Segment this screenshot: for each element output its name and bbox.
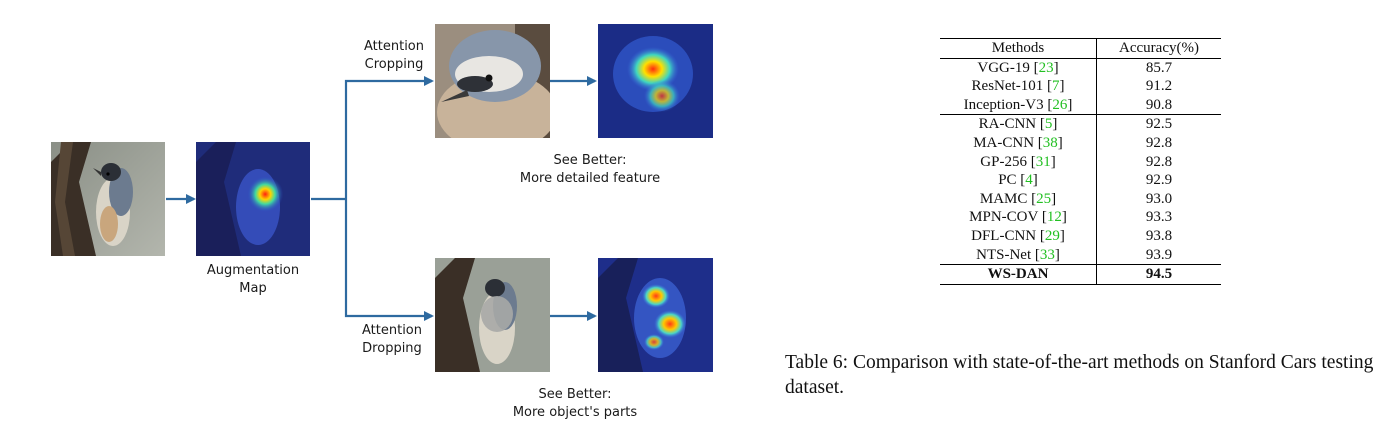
arrow-branch-to-crop (344, 76, 434, 199)
method-name: VGG-19 (977, 59, 1030, 76)
method-name: RA-CNN (978, 116, 1037, 133)
table-row: VGG-19 [23] 85.7 (940, 58, 1221, 78)
table-row: MA-CNN [38] 92.8 (940, 133, 1221, 153)
input-bird-image (51, 142, 165, 256)
augmentation-label-line2: Map (239, 281, 267, 296)
accuracy-value: 92.8 (1145, 153, 1173, 170)
method-name: DFL-CNN (971, 227, 1037, 244)
accuracy-value: 93.3 (1145, 209, 1173, 226)
method-name: WS-DAN (940, 264, 1097, 285)
augmentation-map-label: Augmentation Map (196, 262, 310, 298)
crop-result-line2: More detailed feature (519, 171, 661, 186)
method-name: MAMC (979, 190, 1028, 207)
table-row: RA-CNN [5] 92.5 (940, 114, 1221, 134)
table-row: Inception-V3 [26] 90.8 (940, 95, 1221, 116)
header-methods: Methods (940, 38, 1097, 59)
method-name: MA-CNN (973, 134, 1035, 151)
accuracy-value: 92.8 (1145, 134, 1173, 151)
method-name: PC (998, 172, 1017, 189)
citation-link[interactable]: 38 (1042, 134, 1058, 151)
accuracy-value: 93.0 (1145, 190, 1173, 207)
drop-result-label: See Better: More object's parts (480, 386, 670, 422)
accuracy-value: 85.7 (1145, 59, 1173, 76)
comparison-table: Methods Accuracy(%) VGG-19 [23] 85.7 Res… (940, 38, 1221, 285)
cropping-label-line1: Attention (364, 39, 424, 54)
table-row: GP-256 [31] 92.8 (940, 152, 1221, 172)
drop-result-line1: See Better: (538, 387, 612, 402)
accuracy-value: 92.9 (1145, 172, 1173, 189)
dropping-label-line2: Dropping (362, 341, 422, 356)
method-name: NTS-Net (976, 246, 1032, 263)
citation-link[interactable]: 23 (1038, 59, 1054, 76)
table-row: PC [4] 92.9 (940, 171, 1221, 190)
method-name: GP-256 (980, 153, 1027, 170)
citation-link[interactable]: 25 (1036, 190, 1052, 207)
dropped-heatmap-image (598, 258, 713, 372)
table-row: MAMC [25] 93.0 (940, 189, 1221, 209)
citation-link[interactable]: 26 (1052, 96, 1068, 113)
cropped-heatmap-image (598, 24, 713, 138)
header-accuracy: Accuracy(%) (1096, 38, 1221, 59)
attention-cropping-label: Attention Cropping (356, 38, 432, 74)
citation-link[interactable]: 31 (1035, 153, 1051, 170)
table-row: MPN-COV [12] 93.3 (940, 208, 1221, 227)
table-row: ResNet-101 [7] 91.2 (940, 77, 1221, 96)
attention-dropping-label: Attention Dropping (354, 322, 430, 358)
table-row: NTS-Net [33] 93.9 (940, 245, 1221, 265)
crop-result-line1: See Better: (553, 153, 627, 168)
accuracy-value: 92.5 (1145, 116, 1173, 133)
citation-link[interactable]: 5 (1044, 116, 1053, 133)
cropping-label-line2: Cropping (364, 57, 424, 72)
table-row: DFL-CNN [29] 93.8 (940, 226, 1221, 246)
accuracy-value: 93.8 (1145, 227, 1173, 244)
accuracy-value: 93.9 (1145, 246, 1173, 263)
accuracy-value: 90.8 (1096, 95, 1221, 116)
arrow-branch-to-drop (344, 199, 434, 321)
citation-link[interactable]: 12 (1046, 209, 1062, 226)
table-caption: Table 6: Comparison with state-of-the-ar… (785, 352, 1374, 398)
ws-dan-figure: Augmentation Map Attention Cropping Atte… (51, 24, 713, 422)
attention-cropped-image (435, 24, 550, 138)
method-name: ResNet-101 (971, 78, 1044, 95)
table-row-final: WS-DAN 94.5 (940, 264, 1221, 285)
dropping-label-line1: Attention (362, 323, 422, 338)
accuracy-value: 91.2 (1145, 78, 1173, 95)
augmentation-label-line1: Augmentation (206, 263, 300, 278)
citation-link[interactable]: 33 (1039, 246, 1055, 263)
table-header-row: Methods Accuracy(%) (940, 38, 1221, 59)
method-name: MPN-COV (969, 209, 1039, 226)
attention-dropped-image (435, 258, 550, 372)
citation-link[interactable]: 29 (1044, 227, 1060, 244)
method-name: Inception-V3 (963, 96, 1044, 113)
drop-result-line2: More object's parts (512, 405, 638, 420)
accuracy-value: 94.5 (1096, 264, 1221, 285)
augmentation-map-image (196, 142, 310, 256)
citation-link[interactable]: 4 (1025, 172, 1033, 189)
crop-result-label: See Better: More detailed feature (495, 152, 685, 188)
citation-link[interactable]: 7 (1051, 78, 1060, 95)
